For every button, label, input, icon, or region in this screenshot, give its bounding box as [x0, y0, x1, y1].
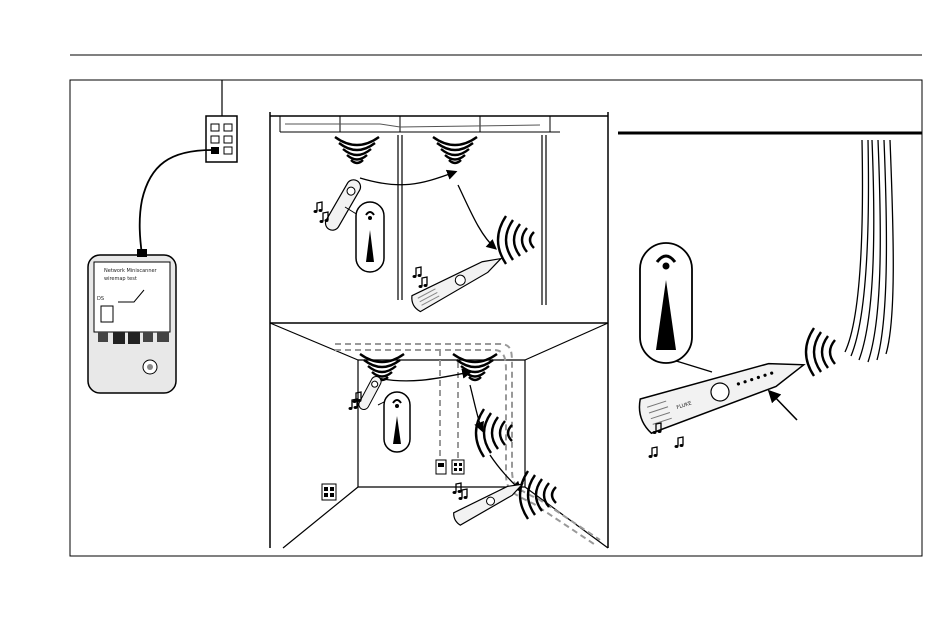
cable-icon	[845, 140, 893, 362]
tester-title-text: Network Miniscanner	[104, 268, 158, 274]
sound-wave-icon	[806, 328, 835, 376]
patch-cable	[140, 150, 212, 255]
arrow-icon	[770, 392, 797, 420]
tester-icon: Network Miniscanner wiremap test DS	[88, 249, 176, 393]
tester-subtitle-text: wiremap test	[104, 276, 137, 282]
tester-label-text: DS	[97, 296, 104, 302]
tone-probe-icon	[323, 177, 526, 526]
wall-jack-icon	[322, 460, 464, 500]
signal-indicator	[345, 202, 410, 452]
signal-indicator	[640, 243, 712, 372]
